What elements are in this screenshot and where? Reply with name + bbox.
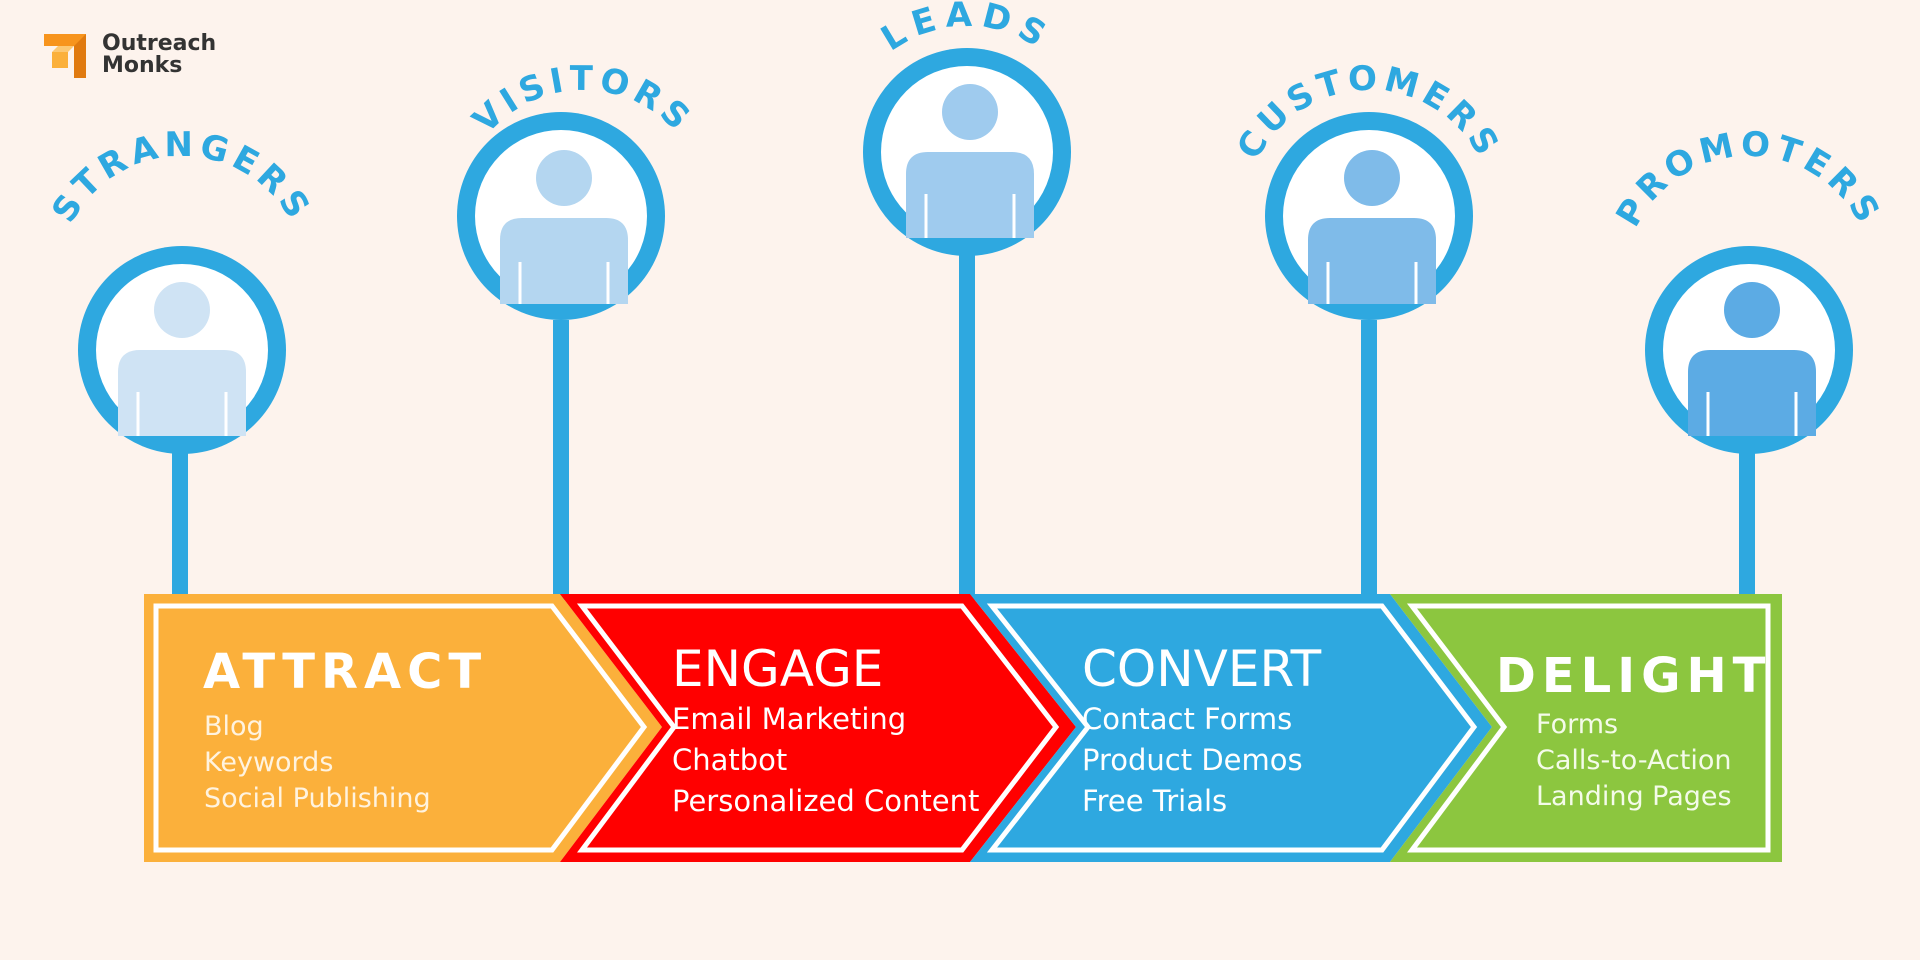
stage-item: Blog [204, 711, 264, 742]
person-icon [906, 84, 1034, 238]
person-icon [118, 282, 246, 436]
stem-promoters [1739, 440, 1755, 600]
stage-item: Personalized Content [672, 784, 979, 818]
stage-item: Keywords [204, 747, 333, 778]
stage-item: Calls-to-Action [1536, 745, 1732, 776]
persona-leads[interactable]: LEADS [863, 0, 1071, 256]
stage-item: Free Trials [1082, 784, 1227, 818]
stage-engage[interactable] [560, 594, 1076, 862]
person-icon [1308, 150, 1436, 304]
stage-item: Forms [1536, 709, 1618, 740]
stage-attract[interactable] [144, 594, 662, 862]
persona-label-promoters: PROMOTERS [1609, 124, 1890, 233]
stage-item: Product Demos [1082, 743, 1303, 777]
stage-item: Chatbot [672, 743, 787, 777]
persona-strangers[interactable]: STRANGERS [44, 125, 320, 454]
persona-promoters[interactable]: PROMOTERS [1609, 124, 1890, 454]
persona-label-strangers: STRANGERS [44, 125, 320, 230]
stem-visitors [553, 320, 569, 600]
stage-title-attract: ATTRACT [203, 644, 487, 700]
persona-visitors[interactable]: VISITORS [457, 59, 701, 320]
logo-text-line2: Monks [102, 53, 183, 78]
stage-item: Email Marketing [672, 702, 906, 736]
stage-convert[interactable] [970, 594, 1492, 862]
stage-title-engage: ENGAGE [672, 640, 883, 698]
persona-label-text: STRANGERS [44, 125, 315, 230]
stem-leads [959, 250, 975, 600]
person-icon [1688, 282, 1816, 436]
stage-item: Social Publishing [204, 783, 431, 814]
stem-strangers [172, 440, 188, 600]
persona-label-text: PROMOTERS [1609, 124, 1885, 233]
stage-bar: ATTRACT Blog Keywords Social Publishing … [144, 594, 1782, 862]
stage-title-convert: CONVERT [1082, 640, 1322, 698]
logo-text-line1: Outreach [102, 31, 217, 56]
stage-delight[interactable] [1390, 594, 1782, 862]
person-icon [500, 150, 628, 304]
stem-customers [1361, 320, 1377, 600]
stage-title-delight: DELIGHT [1496, 648, 1771, 704]
logo-cube-icon [44, 34, 86, 78]
brand-logo[interactable]: Outreach Monks [40, 28, 216, 82]
stage-item: Contact Forms [1082, 702, 1292, 736]
persona-customers[interactable]: CUSTOMERS [1229, 59, 1508, 320]
stage-item: Landing Pages [1536, 781, 1732, 812]
